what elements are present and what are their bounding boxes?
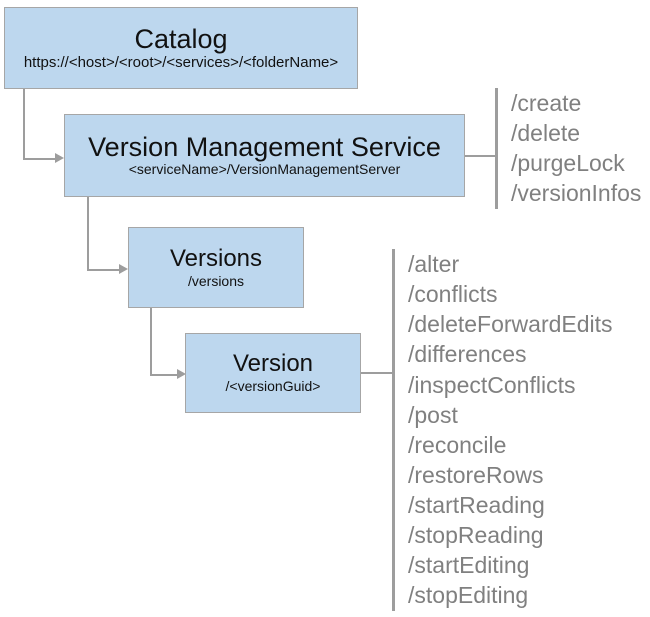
operation-item[interactable]: /startEditing xyxy=(408,552,530,579)
operation-item[interactable]: /restoreRows xyxy=(408,461,544,488)
connector-catalog-to-service-vertical xyxy=(23,89,25,159)
operation-item[interactable]: /stopEditing xyxy=(408,582,529,609)
operation-item[interactable]: /differences xyxy=(408,341,527,368)
operation-item[interactable]: /purgeLock xyxy=(511,150,625,177)
arrowhead-service-to-versions xyxy=(119,264,128,274)
node-versions-title: Versions xyxy=(169,244,263,272)
operation-item[interactable]: /versionInfos xyxy=(511,180,642,207)
node-catalog-title: Catalog xyxy=(134,23,228,54)
operation-item[interactable]: /reconcile xyxy=(408,431,507,458)
node-version-subtitle: /<versionGuid> xyxy=(225,378,321,395)
connector-versions-to-version-vertical xyxy=(150,308,152,375)
operation-item[interactable]: /inspectConflicts xyxy=(408,371,576,398)
arrowhead-catalog-to-service xyxy=(55,153,64,163)
service-operations-list: /create/delete/purgeLock/versionInfos xyxy=(495,88,641,209)
operation-item[interactable]: /alter xyxy=(408,251,460,277)
node-catalog-subtitle: https://<host>/<root>/<services>/<folder… xyxy=(23,53,339,71)
node-versions-subtitle: /versions xyxy=(187,272,245,289)
connector-service-to-versions-horizontal xyxy=(87,269,120,271)
node-catalog[interactable]: Catalog https://<host>/<root>/<services>… xyxy=(4,7,358,89)
node-version-management-service[interactable]: Version Management Service <serviceName>… xyxy=(64,114,465,197)
connector-service-to-operations xyxy=(465,155,497,157)
connector-service-to-versions-vertical xyxy=(87,197,89,270)
connector-catalog-to-service-horizontal xyxy=(23,158,56,160)
operation-item[interactable]: /stopReading xyxy=(408,522,544,549)
operation-item[interactable]: /create xyxy=(511,90,582,116)
node-version[interactable]: Version /<versionGuid> xyxy=(185,333,361,413)
operation-item[interactable]: /delete xyxy=(511,120,581,147)
operation-item[interactable]: /conflicts xyxy=(408,281,498,308)
node-version-management-service-title: Version Management Service xyxy=(88,132,441,163)
operation-item[interactable]: /startReading xyxy=(408,492,545,518)
arrowhead-versions-to-version xyxy=(177,369,186,379)
node-version-management-service-subtitle: <serviceName>/VersionManagementServer xyxy=(128,161,401,178)
node-version-title: Version xyxy=(232,350,314,378)
operation-item[interactable]: /post xyxy=(408,401,458,428)
operation-item[interactable]: /deleteForwardEdits xyxy=(408,311,613,338)
connector-versions-to-version-horizontal xyxy=(150,374,178,376)
connector-version-to-operations xyxy=(361,372,394,374)
node-versions[interactable]: Versions /versions xyxy=(128,227,304,308)
version-operations-list: /alter/conflicts/deleteForwardEdits/diff… xyxy=(392,249,613,611)
